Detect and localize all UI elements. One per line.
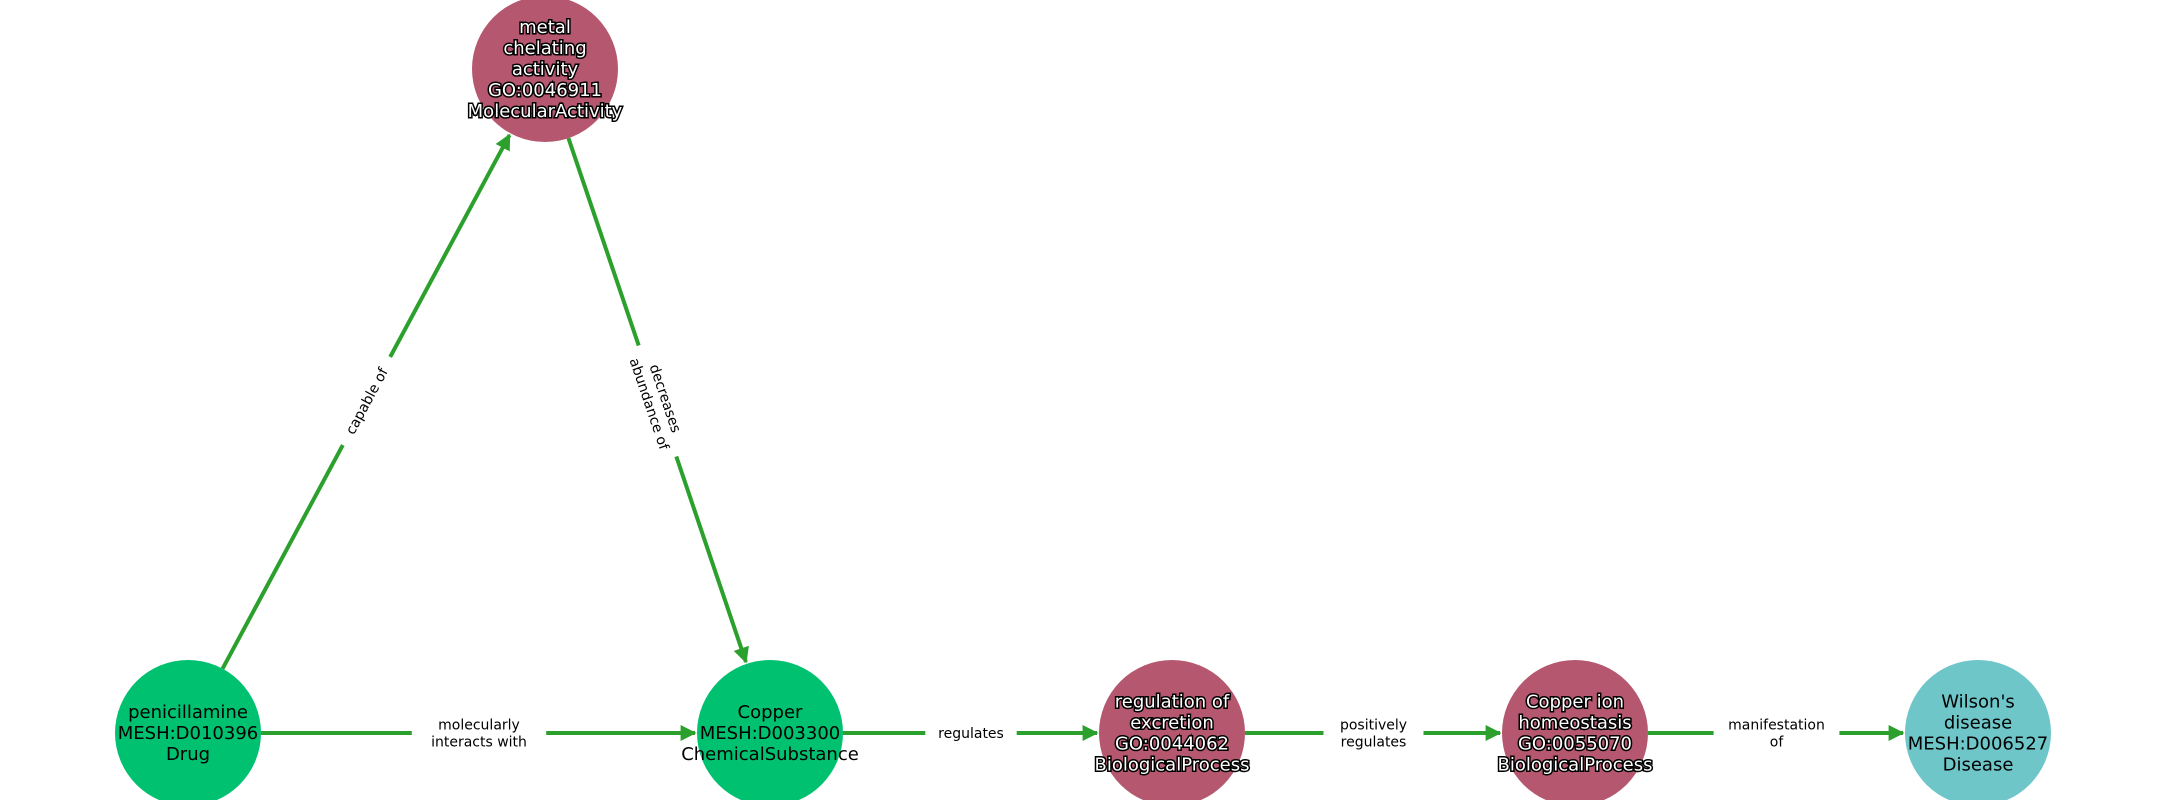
edge-label-line: interacts with — [431, 735, 527, 751]
node-circle[interactable] — [472, 0, 618, 142]
edge-label-line: molecularly — [438, 718, 520, 734]
node-label-line: MESH:D006527 — [1908, 734, 2049, 755]
edge-label: capable of — [332, 351, 401, 451]
node-label-line: BiologicalProcess — [1497, 755, 1652, 776]
node-circle[interactable] — [115, 660, 261, 800]
node-label-line: penicillamine — [128, 702, 248, 723]
node-circle[interactable] — [1099, 660, 1245, 800]
node-label-line: MESH:D010396 — [118, 723, 259, 744]
node-label-line: GO:0046911 — [488, 80, 602, 101]
node-label-line: MolecularActivity — [468, 101, 623, 122]
edge-label-line: manifestation — [1728, 718, 1825, 734]
node-label-line: disease — [1944, 713, 2012, 734]
edge-n-penicillamine-to-n-metal-chelating: capable of — [220, 133, 512, 670]
node-label-line: ChemicalSubstance — [681, 744, 859, 765]
node-label-line: chelating — [503, 38, 586, 59]
edge-label-background — [925, 721, 1017, 745]
node-label-line: homeostasis — [1518, 713, 1631, 734]
edge-label-line: regulates — [938, 726, 1004, 742]
edge-label-background — [1713, 713, 1840, 753]
edge-label: regulates — [925, 721, 1017, 745]
node-metal-chelating[interactable]: metalchelatingactivityGO:0046911Molecula… — [466, 0, 624, 142]
edge-label-background — [332, 351, 401, 451]
node-circle[interactable] — [697, 660, 843, 800]
node-copper-homeostasis[interactable]: Copper ionhomeostasisGO:0055070Biologica… — [1496, 660, 1654, 800]
node-label-line: metal — [519, 17, 571, 38]
edge-label-line: of — [1770, 735, 1785, 751]
node-label-line: GO:0055070 — [1518, 734, 1632, 755]
edge-label-background — [619, 339, 696, 463]
node-label-line: Copper ion — [1526, 692, 1624, 713]
node-label-line: Drug — [166, 744, 210, 765]
edge-label-line: regulates — [1341, 735, 1407, 751]
node-label-line: BiologicalProcess — [1094, 755, 1249, 776]
edge-label-background — [411, 713, 547, 753]
node-label-line: MESH:D003300 — [700, 723, 841, 744]
node-label-line: activity — [512, 59, 579, 80]
edge-n-copper-to-n-regulation-excretion: regulates — [843, 721, 1099, 745]
node-label-line: Copper — [738, 702, 804, 723]
node-label-line: excretion — [1130, 713, 1214, 734]
node-circle[interactable] — [1502, 660, 1648, 800]
node-label-line: GO:0044062 — [1115, 734, 1229, 755]
edge-label-line: positively — [1340, 718, 1407, 734]
node-label-line: Disease — [1943, 755, 2014, 776]
node-label-line: regulation of — [1115, 692, 1230, 713]
node-circle[interactable] — [1905, 660, 2051, 800]
node-label-line: Wilson's — [1941, 692, 2015, 713]
edge-label-background — [1323, 713, 1424, 753]
node-regulation-excretion[interactable]: regulation ofexcretionGO:0044062Biologic… — [1093, 660, 1251, 800]
